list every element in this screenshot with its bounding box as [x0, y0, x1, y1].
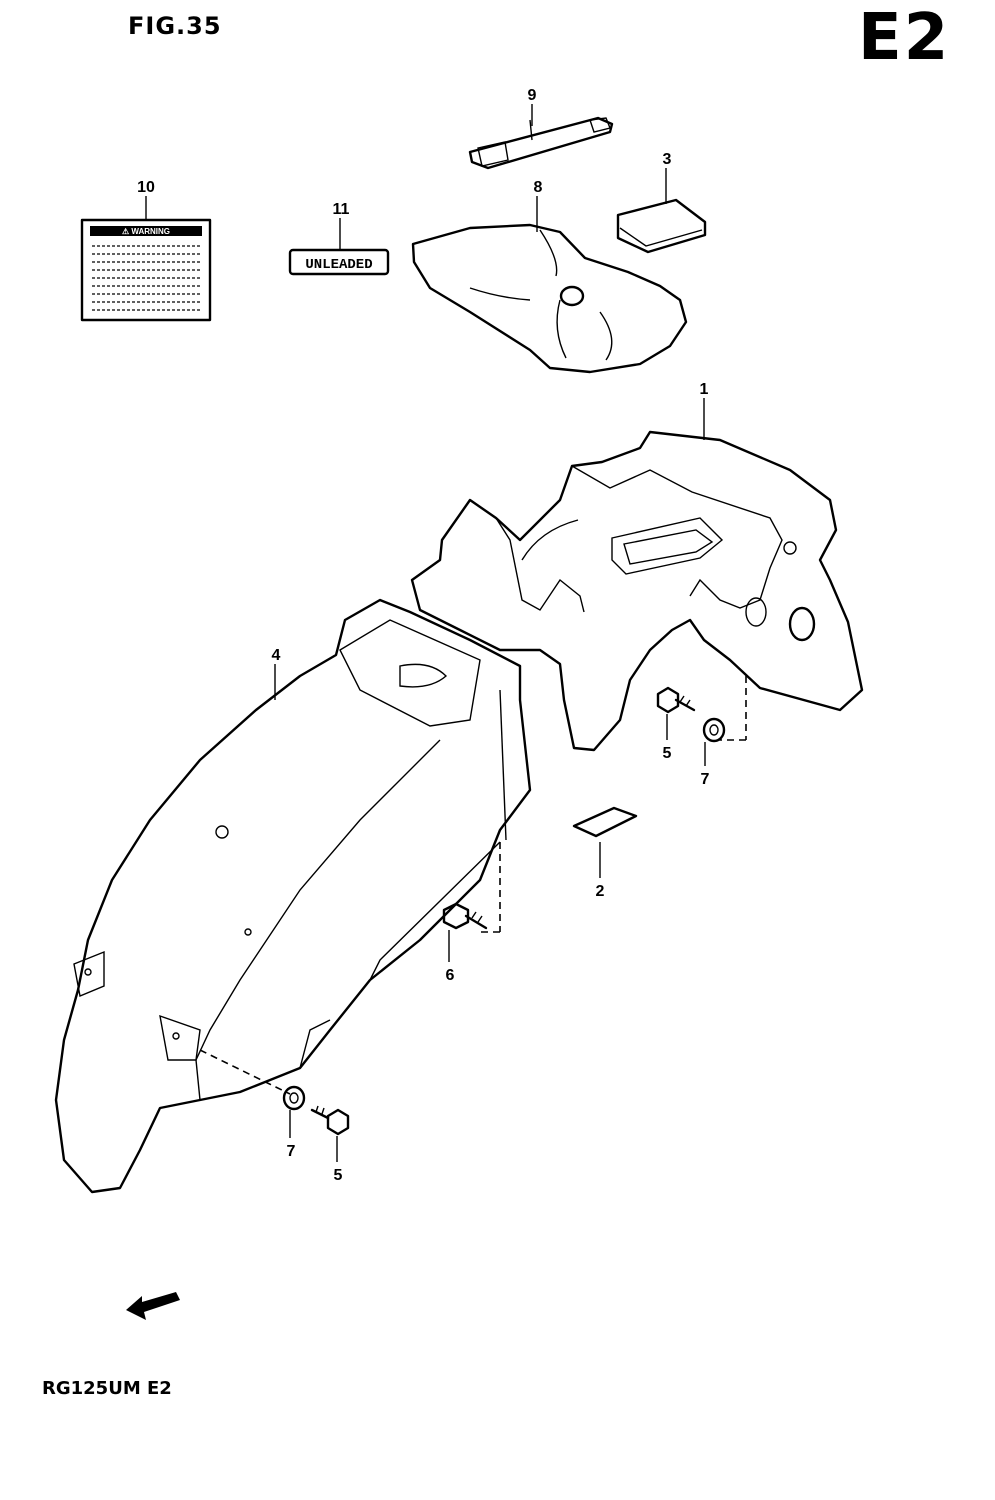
region-code: E2 — [858, 1, 951, 75]
front-arrow-icon — [126, 1292, 180, 1320]
callout-11: 11 — [333, 201, 350, 218]
callout-7-right: 7 — [701, 771, 710, 788]
callout-9: 9 — [528, 87, 537, 104]
callout-6: 6 — [446, 967, 455, 984]
callout-7-left: 7 — [287, 1143, 296, 1160]
callout-5-left: 5 — [334, 1167, 343, 1184]
cushion[interactable] — [616, 198, 707, 254]
nut-left[interactable] — [282, 1085, 306, 1111]
model-code: RG125UM E2 — [42, 1378, 172, 1399]
bolt-right[interactable] — [656, 686, 696, 714]
nut-right[interactable] — [702, 717, 726, 743]
bolt[interactable] — [442, 902, 488, 930]
rear-fender-assembly[interactable] — [410, 430, 864, 752]
callout-1: 1 — [700, 381, 709, 398]
callout-2: 2 — [596, 883, 605, 900]
unleaded-decal-text: UNLEADED — [305, 257, 372, 273]
callout-3: 3 — [663, 151, 672, 168]
figure-label: FIG.35 — [128, 12, 222, 40]
tool-bag-band[interactable] — [468, 116, 614, 170]
callout-4: 4 — [272, 647, 281, 664]
leader-lines — [145, 104, 706, 1162]
pad[interactable] — [572, 806, 638, 838]
warning-label-title: ⚠ WARNING — [122, 227, 170, 236]
bolt-left[interactable] — [310, 1105, 350, 1136]
unleaded-decal[interactable]: UNLEADED — [288, 248, 390, 276]
warning-label[interactable]: ⚠ WARNING — [80, 218, 212, 322]
tool-bag[interactable] — [411, 223, 688, 374]
callout-8: 8 — [534, 179, 543, 196]
callout-10: 10 — [137, 179, 155, 196]
callout-5-right: 5 — [663, 745, 672, 762]
callout-numbers: 9 3 10 11 8 1 4 5 7 2 6 7 5 — [137, 87, 709, 1184]
rear-fender[interactable] — [54, 598, 532, 1194]
